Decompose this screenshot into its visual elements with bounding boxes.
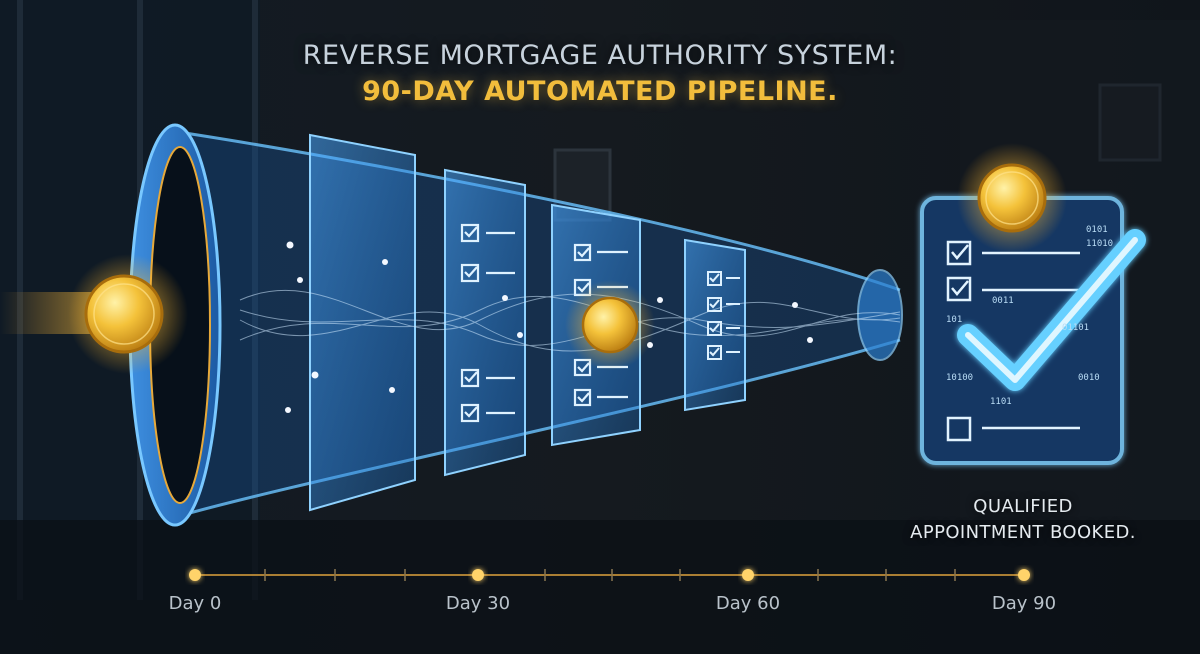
big-checkmark-icon-highlight xyxy=(965,237,1138,383)
svg-text:0011: 0011 xyxy=(992,296,1014,306)
coin-icon xyxy=(84,274,164,354)
timeline-minor-ticks xyxy=(264,569,956,581)
svg-text:1101: 1101 xyxy=(990,397,1012,407)
outcome-label-line-1: QUALIFIED xyxy=(973,496,1073,517)
svg-text:01101: 01101 xyxy=(1062,323,1089,333)
timeline-label-day-30: Day 30 xyxy=(445,593,511,614)
outcome-label: QUALIFIED APPOINTMENT BOOKED. xyxy=(880,494,1166,546)
floor-shadow xyxy=(0,520,1200,654)
svg-text:0101: 0101 xyxy=(1086,225,1108,235)
coin-icon xyxy=(581,296,639,354)
stage-panel-4 xyxy=(684,238,746,412)
timeline-label-day-90: Day 90 xyxy=(991,593,1057,614)
timeline-marker-day-90 xyxy=(1018,569,1030,581)
stage-panel-2 xyxy=(444,168,526,477)
outcome-label-line-2: APPOINTMENT BOOKED. xyxy=(910,522,1136,543)
svg-text:11010: 11010 xyxy=(1086,239,1113,249)
svg-text:10100: 10100 xyxy=(946,373,973,383)
timeline-marker-day-60 xyxy=(742,569,754,581)
timeline-marker-day-30 xyxy=(472,569,484,581)
timeline-label-day-0: Day 0 xyxy=(168,593,222,614)
timeline-marker-day-0 xyxy=(189,569,201,581)
coin-icon-rim xyxy=(985,171,1039,225)
page-title: REVERSE MORTGAGE AUTHORITY SYSTEM: xyxy=(302,40,898,71)
timeline-label-day-60: Day 60 xyxy=(715,593,781,614)
page-subtitle: 90-DAY AUTOMATED PIPELINE. xyxy=(362,76,838,107)
stage-panel-1 xyxy=(309,133,416,512)
svg-text:0010: 0010 xyxy=(1078,373,1100,383)
svg-text:101: 101 xyxy=(946,315,962,325)
document-checklist-icon xyxy=(946,240,1080,442)
coin-icon-rim xyxy=(93,283,155,345)
coin-icon xyxy=(977,163,1047,233)
checklist-icon xyxy=(460,223,515,423)
binary-code-text: 0101 11010 0011 101 01101 10100 0010 110… xyxy=(946,225,1113,407)
